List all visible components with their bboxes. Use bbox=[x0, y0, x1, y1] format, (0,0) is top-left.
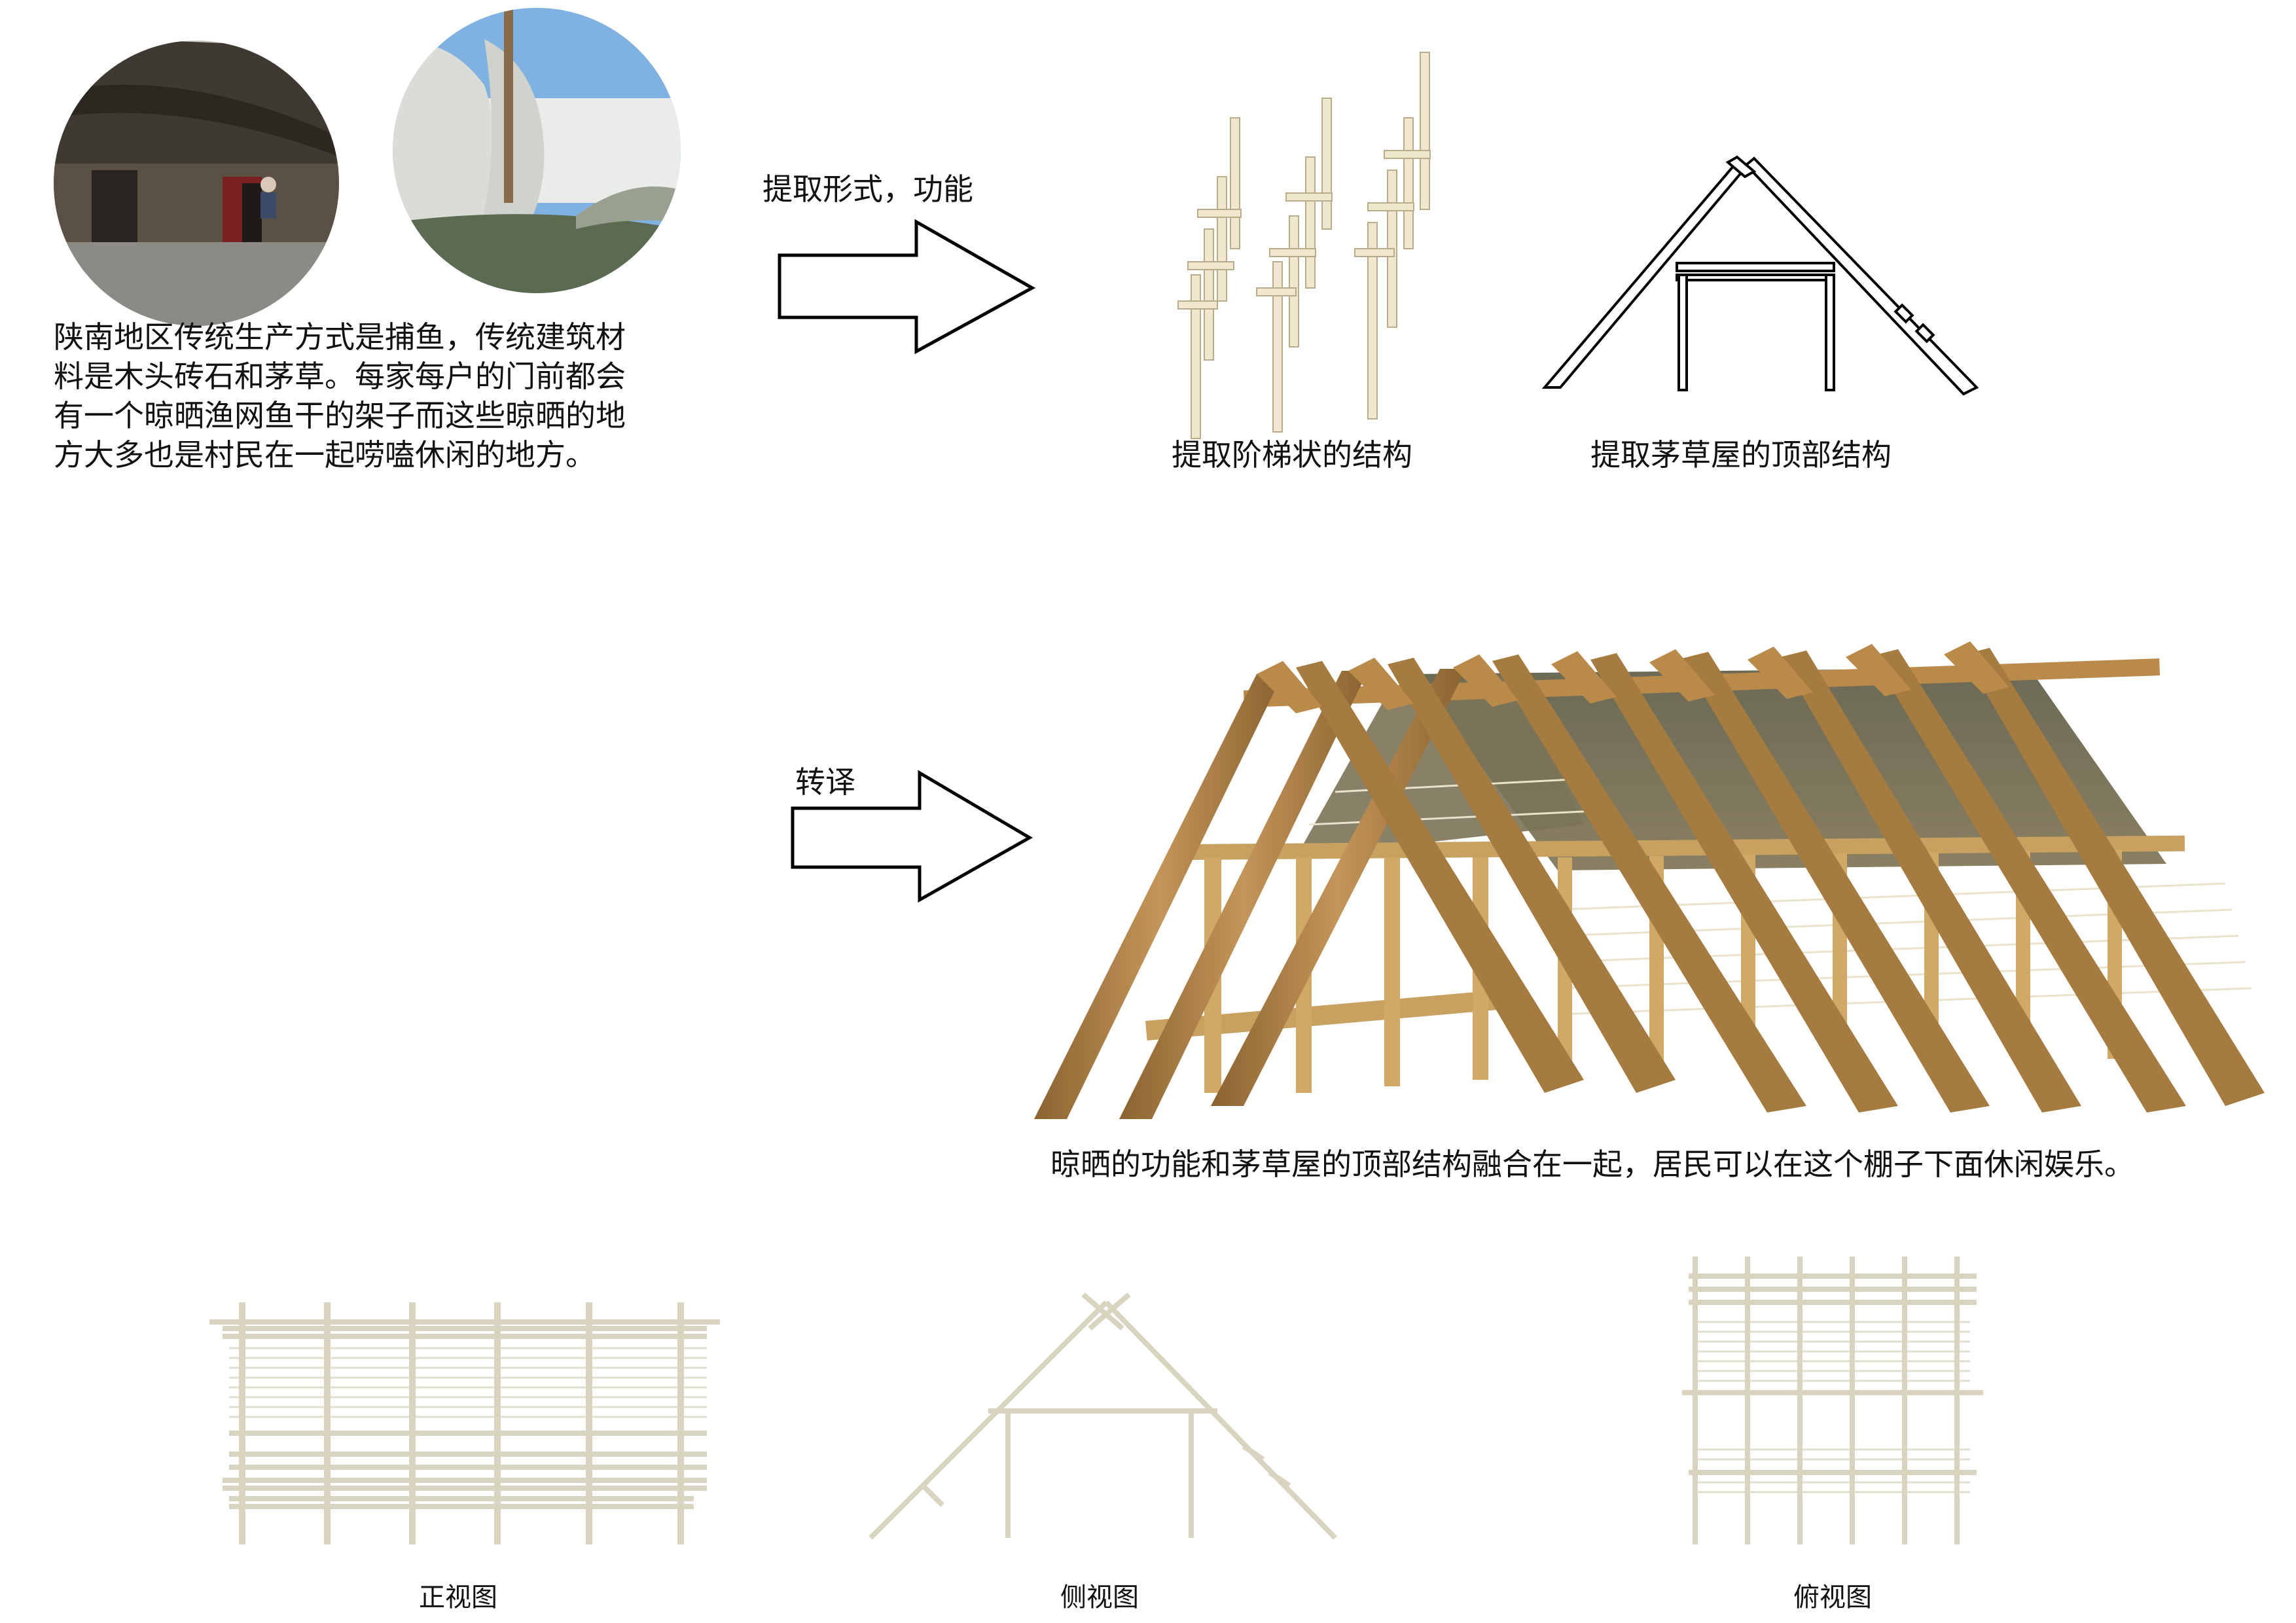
ladder-structure-diagram bbox=[1177, 52, 1431, 439]
thatch-roof-outline-diagram bbox=[1541, 155, 1979, 396]
front-view-diagram bbox=[209, 1302, 720, 1544]
photo-fishing-nets bbox=[393, 8, 681, 293]
translate-arrow-label: 转译 bbox=[795, 764, 855, 800]
top-view-diagram bbox=[1682, 1257, 1983, 1544]
thatch-shelter-render bbox=[1034, 641, 2265, 1119]
intro-line: 有一个晾晒渔网鱼干的架子而这些晾晒的地 bbox=[54, 398, 626, 433]
front-view-label: 正视图 bbox=[419, 1582, 497, 1613]
intro-line: 料是木头砖石和茅草。每家每户的门前都会 bbox=[54, 359, 626, 394]
ladder-structure-caption: 提取阶梯状的结构 bbox=[1172, 437, 1412, 473]
side-view-diagram bbox=[869, 1292, 1337, 1540]
photo-thatched-house bbox=[54, 41, 339, 326]
side-view-label: 侧视图 bbox=[1060, 1582, 1139, 1613]
thatch-roof-structure-caption: 提取茅草屋的顶部结构 bbox=[1590, 437, 1892, 473]
fusion-caption: 晾晒的功能和茅草屋的顶部结构融合在一起，居民可以在这个棚子下面休闲娱乐。 bbox=[1050, 1147, 2134, 1182]
intro-line: 方大多也是村民在一起唠嗑休闲的地方。 bbox=[54, 437, 596, 473]
intro-line: 陕南地区传统生产方式是捕鱼，传统建筑材 bbox=[54, 319, 626, 355]
intro-paragraph: 陕南地区传统生产方式是捕鱼，传统建筑材 料是木头砖石和茅草。每家每户的门前都会 … bbox=[54, 317, 708, 474]
extract-arrow-icon bbox=[778, 219, 1036, 355]
translate-arrow-icon bbox=[791, 770, 1033, 903]
top-view-label: 俯视图 bbox=[1793, 1582, 1872, 1613]
extract-arrow-label: 提取形式，功能 bbox=[762, 171, 973, 207]
